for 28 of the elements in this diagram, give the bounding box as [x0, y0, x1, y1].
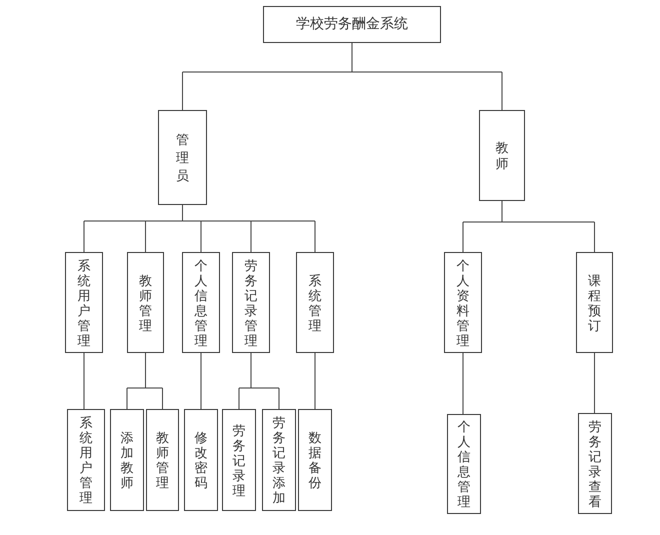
- process-box: 添加教师: [110, 409, 144, 511]
- process-box: 教师: [479, 110, 525, 201]
- connector-line: [182, 42, 502, 110]
- connector-line: [594, 352, 595, 414]
- connector-line: [84, 204, 316, 252]
- process-box: 修改密码: [184, 409, 218, 511]
- process-box: 系统管理: [296, 252, 334, 353]
- connector-line: [314, 352, 316, 410]
- process-box: 劳务记录理: [222, 409, 256, 511]
- process-box: 教师管理: [127, 252, 164, 353]
- process-box: 系统用户管理: [65, 252, 103, 353]
- connector-line: [126, 352, 163, 410]
- process-box: 教师管理: [146, 409, 179, 511]
- connector-line: [462, 352, 464, 414]
- process-box: 个人信息管理: [447, 414, 481, 514]
- process-box: 劳务记录管理: [232, 252, 270, 353]
- process-box: 管理员: [158, 110, 207, 205]
- process-box: 数据备份: [298, 409, 332, 511]
- process-box: 课程预订: [576, 252, 613, 353]
- process-box: 劳务记录查看: [578, 413, 612, 514]
- connector-line: [238, 352, 280, 410]
- process-box: 学校劳务酬金系统: [263, 6, 441, 43]
- process-box: 系统用户管理: [67, 409, 105, 511]
- connector-line: [200, 352, 202, 410]
- process-box: 劳务记录添加: [262, 409, 296, 511]
- connector-line: [462, 200, 595, 252]
- process-box: 个人信息管理: [182, 252, 220, 353]
- process-box: 个人资料管理: [444, 252, 482, 353]
